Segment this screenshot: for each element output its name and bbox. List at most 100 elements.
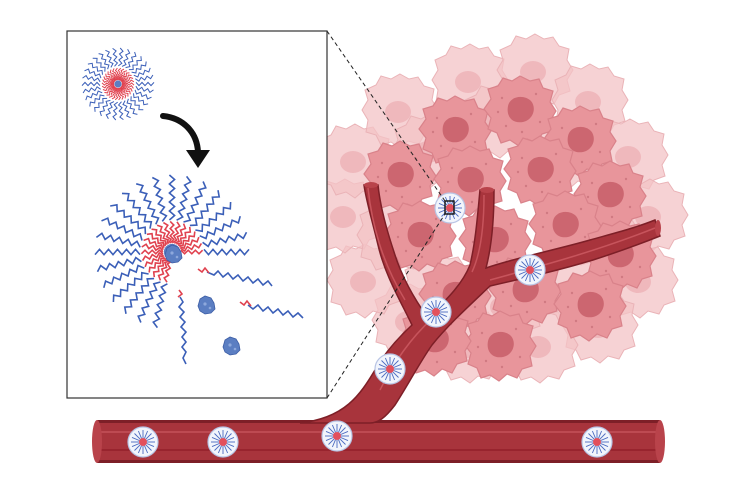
polymer-core-segment bbox=[148, 257, 167, 273]
polymer-core-segment bbox=[104, 86, 116, 94]
polymer-corona-chain bbox=[135, 74, 154, 82]
nanoparticle bbox=[581, 426, 613, 458]
polymer-core-segment bbox=[174, 223, 187, 244]
polymer-corona-chain bbox=[99, 99, 111, 117]
polymer-corona-chain bbox=[103, 264, 145, 289]
polymer-core-segment bbox=[118, 70, 128, 81]
curved-arrow-icon bbox=[160, 113, 210, 168]
polymer-corona-chain bbox=[110, 203, 147, 235]
polymer-corona-chain bbox=[94, 97, 108, 112]
polymer-core-segment bbox=[114, 67, 120, 81]
tumor-mass bbox=[306, 33, 689, 384]
polymer-corona-chain bbox=[81, 81, 101, 87]
polymer-core-segment bbox=[103, 76, 115, 84]
polymer-corona-chain bbox=[135, 85, 154, 94]
polymer-core-segment bbox=[121, 83, 134, 89]
polymer-corona-chain bbox=[105, 101, 115, 119]
polymer-corona-chain bbox=[121, 49, 131, 67]
polymer-core-segment bbox=[169, 220, 175, 244]
polymer-corona-chain bbox=[202, 231, 248, 248]
polymer-corona-chain bbox=[85, 90, 103, 101]
polymer-core-segment bbox=[101, 82, 115, 86]
zoom-target-marker bbox=[444, 200, 455, 215]
nanoparticle bbox=[374, 353, 406, 385]
polymer-corona-chain bbox=[125, 51, 137, 69]
polymer-corona-chain bbox=[82, 86, 101, 94]
polymer-corona-chain bbox=[101, 217, 143, 241]
polymer-corona-chain bbox=[122, 100, 131, 119]
polymer-core-segment bbox=[177, 231, 196, 247]
polymer-core-segment bbox=[179, 236, 200, 250]
polymer-corona-chain bbox=[94, 248, 141, 256]
polymer-core-segment bbox=[121, 79, 135, 85]
polymer-core-segment bbox=[109, 69, 117, 82]
polymer-core-segment bbox=[156, 224, 170, 245]
polymer-corona-chain bbox=[128, 56, 142, 71]
zoom-lines bbox=[326, 30, 446, 399]
polymer-core-segment bbox=[112, 68, 118, 81]
polymer-core-segment bbox=[117, 68, 125, 81]
intact-micelle bbox=[81, 47, 155, 121]
polymer-corona-chain bbox=[130, 96, 144, 111]
polymer-corona-chain bbox=[176, 175, 192, 221]
polymer-core-segment bbox=[121, 84, 133, 92]
polymer-corona-chain bbox=[89, 94, 105, 107]
polymer-corona-chain bbox=[199, 215, 241, 240]
polymer-core-segment bbox=[102, 84, 115, 92]
polymer-core-segment bbox=[107, 71, 115, 82]
polymer-core-segment bbox=[116, 67, 122, 81]
polymer-corona-chain bbox=[118, 47, 124, 67]
polymer-corona-chain bbox=[96, 256, 142, 273]
nanoparticle-highlighted bbox=[434, 192, 466, 224]
polymer-corona-chain bbox=[112, 271, 149, 303]
polymer-corona-chain bbox=[117, 101, 124, 121]
polymer-corona-chain bbox=[126, 98, 138, 115]
polymer-corona-chain bbox=[123, 277, 155, 314]
polymer-corona-chain bbox=[183, 181, 207, 223]
polymer-core-segment bbox=[151, 228, 167, 247]
polymer-core-segment bbox=[119, 86, 127, 99]
polymer-corona-chain bbox=[98, 53, 110, 70]
polymer-corona-chain bbox=[151, 176, 168, 222]
polymer-core-segment bbox=[116, 87, 122, 101]
polymer-corona-chain bbox=[135, 81, 155, 87]
polymer-core-segment bbox=[144, 254, 165, 268]
polymer-corona-chain bbox=[134, 89, 152, 100]
polymer-core-segment bbox=[106, 87, 117, 96]
nanoparticle bbox=[514, 254, 546, 286]
zoom-inset-panel bbox=[66, 30, 328, 399]
polymer-core-segment bbox=[111, 87, 119, 100]
polymer-core-segment bbox=[108, 87, 118, 98]
polymer-core-segment bbox=[121, 82, 135, 86]
polymer-core-segment bbox=[118, 87, 124, 100]
polymer-corona-chain bbox=[105, 49, 114, 68]
polymer-core-segment bbox=[101, 83, 115, 89]
polymer-corona-chain bbox=[95, 232, 141, 248]
polymer-corona-chain bbox=[82, 74, 101, 83]
polymer-core-segment bbox=[121, 76, 134, 84]
polymer-corona-chain bbox=[168, 174, 176, 221]
polymer-core-segment bbox=[163, 260, 173, 283]
released-polymer-chains bbox=[177, 266, 304, 365]
polymer-core-segment bbox=[141, 243, 164, 253]
polymer-core-segment bbox=[120, 74, 132, 82]
polymer-corona-chain bbox=[84, 68, 102, 79]
polymer-core-segment bbox=[146, 232, 165, 248]
polymer-core-segment bbox=[121, 85, 131, 95]
polymer-corona-chain bbox=[195, 201, 232, 233]
main-blood-vessel bbox=[92, 420, 665, 463]
polymer-core-segment bbox=[171, 221, 181, 244]
polymer-core-segment bbox=[102, 79, 115, 85]
polymer-corona-chain bbox=[152, 283, 168, 329]
polymer-corona-chain bbox=[112, 47, 119, 67]
polymer-corona-chain bbox=[92, 57, 106, 72]
polymer-core-segment bbox=[141, 251, 165, 262]
nanoparticle bbox=[321, 420, 353, 452]
polymer-core-segment bbox=[140, 249, 164, 255]
polymer-corona-chain bbox=[112, 101, 118, 121]
nanoparticle bbox=[420, 296, 452, 328]
polymer-core-segment bbox=[176, 226, 192, 245]
nanoparticle bbox=[207, 426, 239, 458]
polymer-core-segment bbox=[162, 221, 173, 245]
